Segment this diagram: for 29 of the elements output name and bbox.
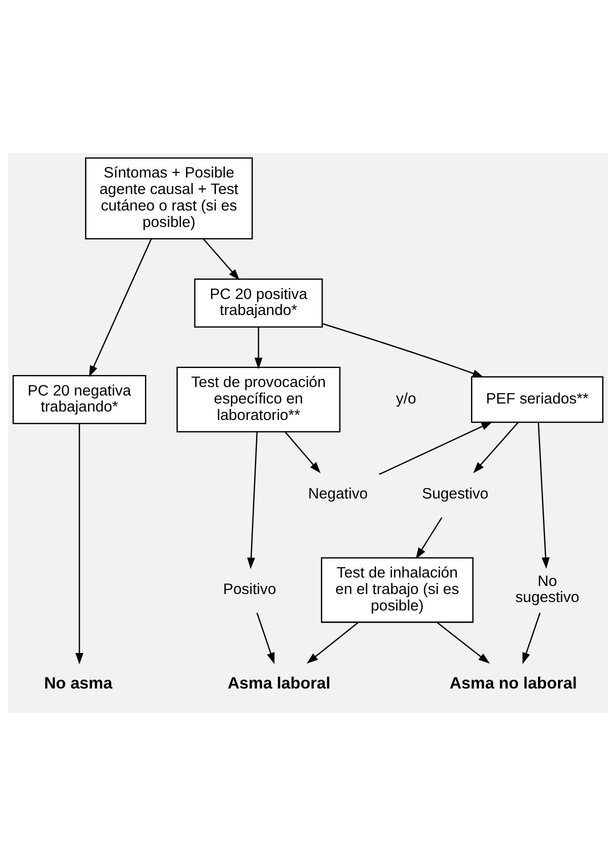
node-text: Positivo [223,580,276,598]
node-text: Asma no laboral [450,674,577,692]
node-box: PC 20 negativa trabajando* [12,374,146,424]
arrow [416,517,442,560]
arrow [256,612,275,664]
node-text: Negativo [308,486,368,503]
node-box: PC 20 positiva trabajando* [194,278,323,328]
arrow [538,422,550,569]
arrow [436,622,490,664]
arrow [75,424,84,664]
node-text: No sugestivo [515,572,580,606]
node-text: Asma laboral [228,674,330,692]
arrow [306,622,359,664]
arrow [254,327,262,370]
node-box: Síntomas + Posible agente causal + Test cutáneo o rast (si es posible) [85,157,253,240]
node-box: PEF seriados** [471,376,604,423]
node-text: No asma [44,674,112,692]
arrow [473,422,519,474]
arrow [89,238,152,377]
node-box: Test de provocación específico en laboratorio** [176,366,340,432]
arrow [284,432,321,474]
arrow [247,432,258,569]
arrow [322,323,484,378]
arrow [202,238,240,280]
arrow [378,422,493,475]
arrow [522,612,541,664]
node-text: Sugestivo [422,486,488,503]
label: y/o [396,390,416,408]
node-box: Test de inhalación en el trabajo (si es posible) [320,557,474,623]
